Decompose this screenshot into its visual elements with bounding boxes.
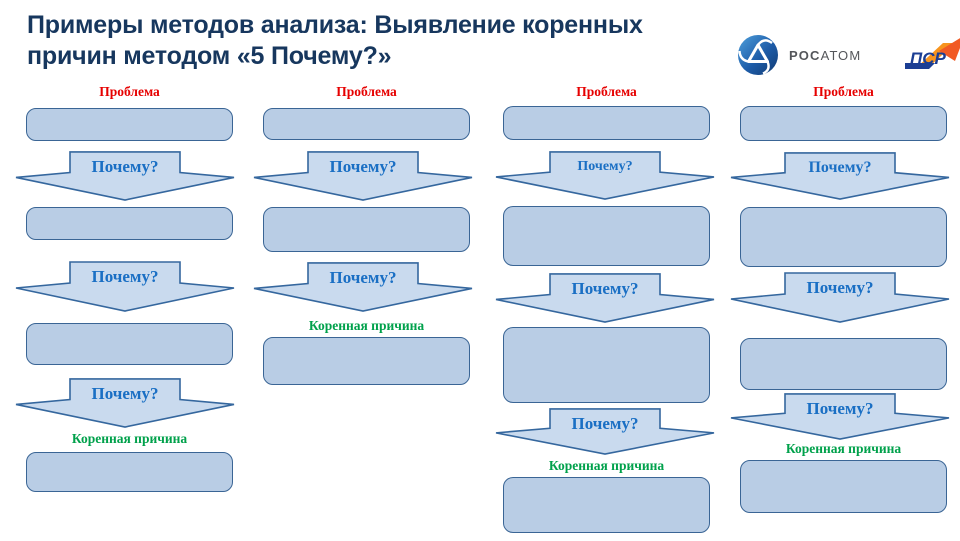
col4-box-1 bbox=[740, 106, 947, 141]
col2-box-3 bbox=[263, 337, 470, 385]
col2-problem-label: Проблема bbox=[336, 84, 397, 99]
col1-box-4 bbox=[26, 452, 233, 492]
col1-box-2 bbox=[26, 207, 233, 240]
why-label: Почему? bbox=[329, 157, 397, 176]
col2-root-cause-label: Коренная причина bbox=[308, 318, 425, 333]
why-label: Почему? bbox=[91, 384, 159, 403]
col1-box-3 bbox=[26, 323, 233, 365]
col4-why-arrow-2: Почему? bbox=[730, 272, 950, 323]
why-label: Почему? bbox=[91, 267, 159, 286]
col1-root-cause-label: Коренная причина bbox=[71, 431, 188, 446]
col4-box-4 bbox=[740, 460, 947, 513]
svg-text:ПСР: ПСР bbox=[910, 49, 947, 68]
why-label: Почему? bbox=[806, 399, 874, 418]
why-label: Почему? bbox=[329, 268, 397, 287]
col3-root-cause-label: Коренная причина bbox=[548, 458, 665, 473]
col2-box-2 bbox=[263, 207, 470, 252]
col3-why-arrow-3: Почему? bbox=[495, 408, 715, 455]
psr-logo: ПСР bbox=[899, 35, 960, 70]
col4-box-2 bbox=[740, 207, 947, 267]
col1-problem-label: Проблема bbox=[99, 84, 160, 99]
col3-why-arrow-1: Почему? bbox=[495, 151, 715, 200]
why-label: Почему? bbox=[577, 159, 633, 174]
col2-why-arrow-2: Почему? bbox=[253, 262, 473, 312]
col3-problem-label: Проблема bbox=[576, 84, 637, 99]
col1-why-arrow-3: Почему? bbox=[15, 378, 235, 428]
why-label: Почему? bbox=[91, 157, 159, 176]
col4-root-cause-label: Коренная причина bbox=[785, 441, 902, 456]
col1-why-arrow-1: Почему? bbox=[15, 151, 235, 201]
col1-why-arrow-2: Почему? bbox=[15, 261, 235, 312]
why-label: Почему? bbox=[806, 278, 874, 297]
col3-box-4 bbox=[503, 477, 710, 533]
col1-box-1 bbox=[26, 108, 233, 141]
col4-box-3 bbox=[740, 338, 947, 390]
col3-why-arrow-2: Почему? bbox=[495, 273, 715, 323]
col4-problem-label: Проблема bbox=[813, 84, 874, 99]
col4-why-arrow-3: Почему? bbox=[730, 393, 950, 440]
rosatom-emblem-icon bbox=[738, 35, 778, 75]
col4-why-arrow-1: Почему? bbox=[730, 152, 950, 200]
col2-box-1 bbox=[263, 108, 470, 140]
col3-box-1 bbox=[503, 106, 710, 140]
slide-title: Примеры методов анализа: Выявление корен… bbox=[27, 11, 643, 70]
psr-logo-icon: ПСР bbox=[899, 38, 960, 69]
why-label: Почему? bbox=[808, 159, 872, 176]
why-label: Почему? bbox=[571, 414, 639, 433]
col3-box-3 bbox=[503, 327, 710, 403]
col2-why-arrow-1: Почему? bbox=[253, 151, 473, 201]
col3-box-2 bbox=[503, 206, 710, 266]
why-label: Почему? bbox=[571, 279, 639, 298]
